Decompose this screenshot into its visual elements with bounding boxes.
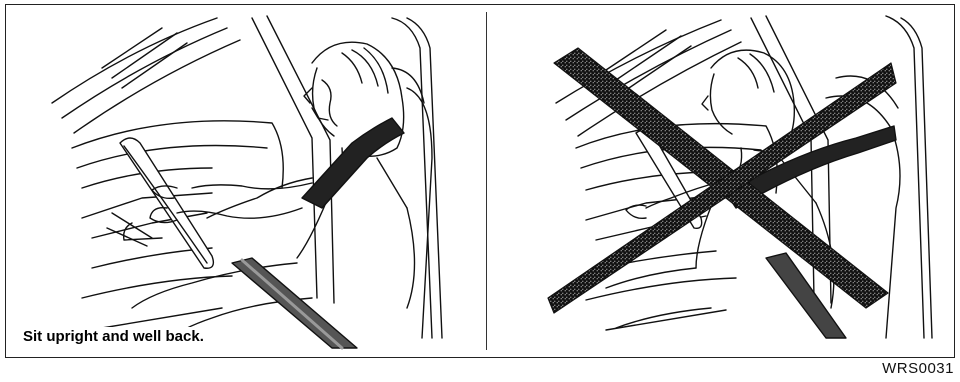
figure-caption: Sit upright and well back. xyxy=(20,327,207,346)
cross-out-x-mark xyxy=(548,48,896,313)
correct-posture-illustration xyxy=(12,8,478,350)
panel-divider xyxy=(486,12,487,350)
incorrect-posture-illustration xyxy=(496,8,946,350)
car-interior-lines xyxy=(52,16,442,338)
seat-belt xyxy=(232,118,404,348)
figure-code: WRS0031 xyxy=(882,360,954,377)
steering-wheel xyxy=(120,138,213,268)
